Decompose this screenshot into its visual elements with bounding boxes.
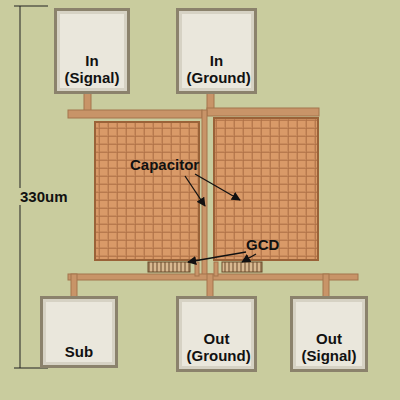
gcd-device — [148, 262, 190, 272]
pad-label: Sub — [46, 343, 112, 365]
part-label: Capacitor — [128, 156, 201, 173]
pad-label: In (Ground) — [184, 52, 250, 92]
part-label: GCD — [244, 236, 281, 253]
gcd-device — [222, 262, 262, 272]
capacitor-array — [95, 122, 199, 260]
pad-label: Out (Ground) — [184, 330, 250, 370]
leader-line — [185, 174, 256, 262]
dimension-label: 330um — [18, 188, 70, 205]
bond-pad: Out (Ground) — [176, 296, 257, 372]
pad-label: In (Signal) — [60, 52, 124, 92]
metal-trace — [68, 92, 358, 298]
bond-pad: Out (Signal) — [290, 296, 368, 372]
capacitor-array — [214, 118, 318, 260]
pad-label: Out (Signal) — [296, 330, 362, 370]
bond-pad: In (Ground) — [176, 8, 257, 94]
bond-pad: In (Signal) — [54, 8, 130, 94]
bond-pad: Sub — [40, 296, 118, 368]
